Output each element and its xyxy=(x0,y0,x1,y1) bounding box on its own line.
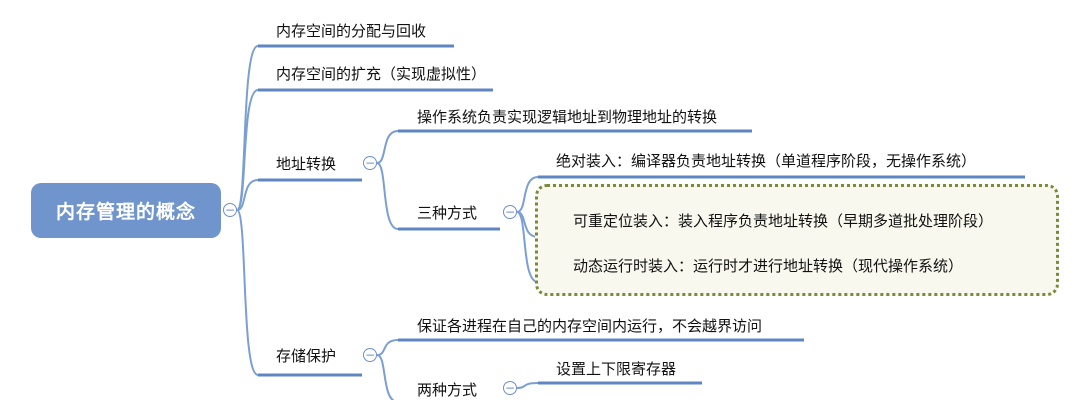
node-three[interactable]: 三种方式 xyxy=(417,204,478,222)
node-addr[interactable]: 地址转换 xyxy=(276,155,337,173)
link-protect-desc xyxy=(376,339,399,356)
link-three-dynamic xyxy=(516,211,539,283)
node-alloc[interactable]: 内存空间的分配与回收 xyxy=(276,22,427,40)
collapse-minus-icon[interactable]: − xyxy=(363,156,377,170)
link-addr-three xyxy=(376,162,399,230)
node-limits[interactable]: 设置上下限寄存器 xyxy=(556,360,677,378)
link-root-addr xyxy=(236,179,259,211)
highlight-group-box xyxy=(535,184,1059,296)
node-absolute[interactable]: 绝对装入：编译器负责地址转换（单道程序阶段，无操作系统） xyxy=(556,152,977,170)
collapse-minus-icon[interactable]: − xyxy=(223,203,237,217)
root-node-label: 内存管理的概念 xyxy=(55,201,196,223)
collapse-minus-icon[interactable]: − xyxy=(363,348,377,362)
collapse-minus-icon[interactable]: − xyxy=(503,205,517,219)
link-addr-os xyxy=(376,130,399,164)
node-addr-os[interactable]: 操作系统负责实现逻辑地址到物理地址的转换 xyxy=(417,108,718,126)
link-three-absolute xyxy=(516,176,539,213)
node-dynamic[interactable]: 动态运行时装入：运行时才进行地址转换（现代操作系统） xyxy=(573,257,964,275)
node-expand[interactable]: 内存空间的扩充（实现虚拟性） xyxy=(276,65,487,83)
link-root-protect xyxy=(236,209,259,376)
root-node[interactable]: 内存管理的概念 xyxy=(31,183,221,238)
node-two[interactable]: 两种方式 xyxy=(417,381,478,399)
link-root-expand xyxy=(236,89,259,211)
collapse-minus-icon[interactable]: − xyxy=(503,381,517,395)
node-protect-desc[interactable]: 保证各进程在自己的内存空间内运行，不会越界访问 xyxy=(417,317,763,335)
link-two-limits xyxy=(516,382,539,389)
node-protect[interactable]: 存储保护 xyxy=(276,347,337,365)
link-protect-two xyxy=(376,354,396,400)
node-relocatable[interactable]: 可重定位装入：装入程序负责地址转换（早期多道批处理阶段） xyxy=(573,212,994,230)
